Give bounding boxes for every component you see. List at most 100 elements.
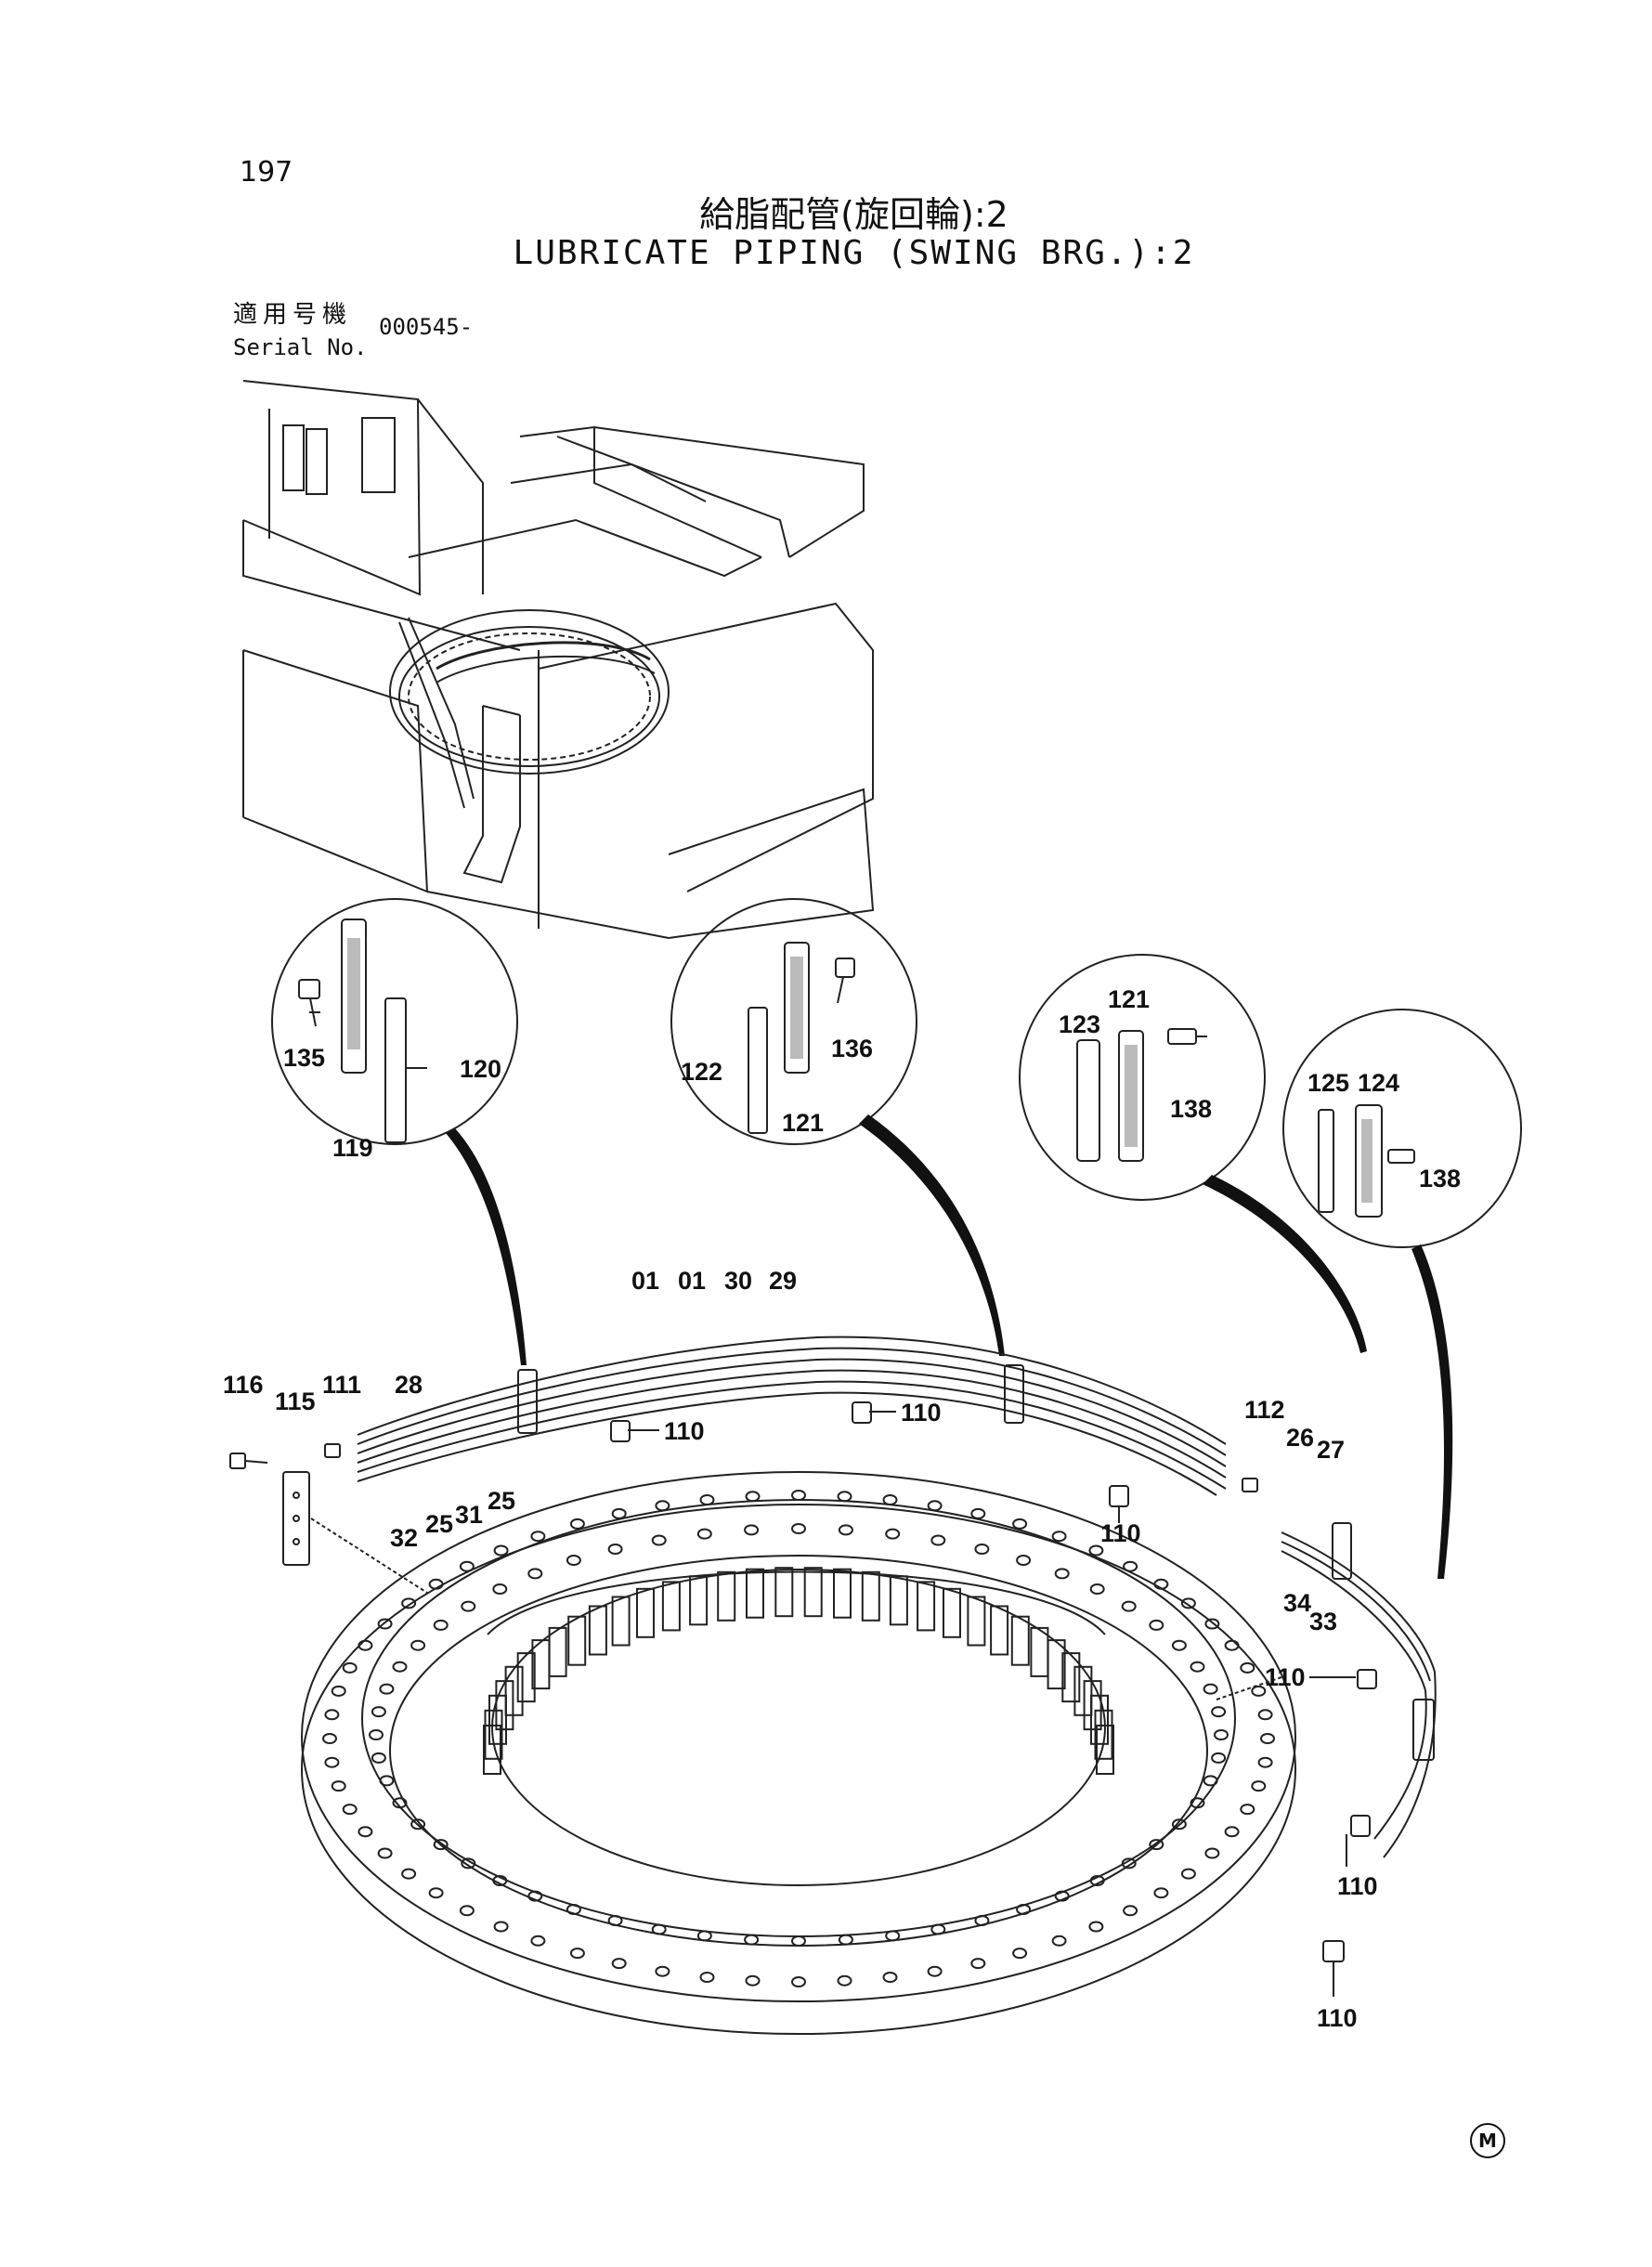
callout-01-b: 01 [678,1267,706,1295]
bolt-hole [611,1507,627,1519]
bolt-hole [1121,1857,1137,1870]
bolt-hole [392,1661,408,1673]
bolt-hole [371,1752,386,1764]
bolt-hole [745,1974,761,1987]
gear-tooth [1090,1694,1109,1745]
gear-tooth [803,1567,823,1618]
gear-tooth [516,1652,536,1703]
callout-136: 136 [831,1035,873,1062]
bolt-hole [428,1578,444,1590]
detail-circle-2 [670,898,917,1145]
gear-tooth [774,1567,794,1618]
bolt-hole [1012,1518,1028,1530]
bolt-hole [493,1544,509,1557]
gear-tooth [548,1626,567,1677]
bolt-hole [401,1597,417,1609]
callout-26: 26 [1286,1424,1314,1452]
callout-25-b: 25 [488,1487,515,1515]
gear-tooth [967,1596,986,1647]
gear-tooth [588,1605,607,1656]
callout-27: 27 [1317,1436,1345,1464]
callout-labels: 135 119 120 122 121 136 123 121 138 125 … [223,985,1461,2032]
gear-tooth [1083,1680,1102,1731]
callout-138-a: 138 [1170,1095,1212,1123]
bolt-hole [927,1965,943,1977]
gear-tooth [746,1568,764,1619]
bolt-hole [744,1934,760,1946]
gear-tooth [636,1587,655,1638]
callout-110-e: 110 [1337,1872,1378,1900]
bolt-hole [1214,1729,1229,1740]
bolt-hole [358,1826,373,1838]
bolt-hole [379,1775,395,1787]
bolt-hole [1149,1619,1164,1631]
bolt-hole [1054,1890,1070,1902]
bolt-hole [527,1890,543,1902]
bolt-hole [401,1868,417,1880]
bolt-hole [791,1523,806,1534]
bolt-hole [1203,1683,1218,1695]
bolt-hole [377,1847,393,1859]
bolt-hole [527,1568,543,1580]
bolt-hole [607,1544,623,1555]
bolt-hole [930,1534,946,1546]
title-japanese: 給脂配管(旋回輪):2 [699,194,1008,235]
callout-125: 125 [1307,1069,1349,1097]
bolt-hole [1088,1544,1104,1557]
callout-138-b: 138 [1419,1165,1461,1192]
bolt-hole [410,1639,426,1651]
callout-124: 124 [1358,1069,1399,1097]
bolt-hole [569,1518,585,1530]
leader-curve-3 [1203,1175,1367,1353]
callout-121-a: 121 [782,1109,824,1137]
leader-curve-4 [1411,1244,1453,1579]
bolt-hole [1051,1531,1067,1543]
leader-curve-1 [446,1128,527,1365]
bolt-hole [1257,1709,1273,1721]
footer-m-mark: M [1470,2123,1505,2158]
callout-111: 111 [322,1371,361,1399]
bolt-hole [1240,1804,1255,1816]
callout-116: 116 [223,1371,264,1399]
bolt-hole [1180,1597,1196,1609]
detail-circle-1 [271,898,518,1145]
callout-115: 115 [275,1388,316,1415]
bolt-hole [1123,1560,1138,1572]
bolt-hole [970,1958,986,1970]
upper-structure-drawing [242,380,875,939]
bolt-hole [492,1875,508,1886]
bolt-hole [569,1948,585,1960]
callout-01-a: 01 [631,1267,659,1295]
bolt-hole [410,1818,426,1831]
bolt-hole [970,1507,986,1519]
bolt-hole [392,1797,408,1809]
bolt-hole [696,1930,712,1942]
bolt-hole [791,1935,806,1947]
bolt-hole [651,1923,667,1935]
bolt-hole [1123,1905,1138,1917]
bolt-hole [974,1544,990,1555]
bolt-hole [342,1804,358,1816]
callout-119: 119 [332,1134,373,1162]
bolt-hole [1251,1685,1267,1697]
bolt-hole [974,1915,990,1926]
bolt-hole [459,1905,475,1917]
bolt-hole [611,1958,627,1970]
serial-label-japanese: 適用号機 [233,301,353,329]
bolt-hole [1088,1921,1104,1933]
bolt-hole [699,1494,715,1505]
callout-34: 34 [1283,1589,1311,1617]
bolt-hole [1204,1618,1220,1630]
bolt-hole [655,1500,670,1512]
title-english: LUBRICATE PIPING (SWING BRG.):2 [513,234,1195,272]
gear-tooth [861,1570,880,1622]
bolt-hole [530,1531,546,1543]
bolt-hole [837,1974,852,1987]
bolt-hole [1153,1887,1169,1899]
bolt-hole [461,1857,476,1870]
bolt-hole [428,1887,444,1899]
bolt-hole [1180,1868,1196,1880]
bolt-hole [745,1491,761,1503]
gear-tooth [504,1665,524,1716]
gear-tooth [1030,1626,1049,1677]
